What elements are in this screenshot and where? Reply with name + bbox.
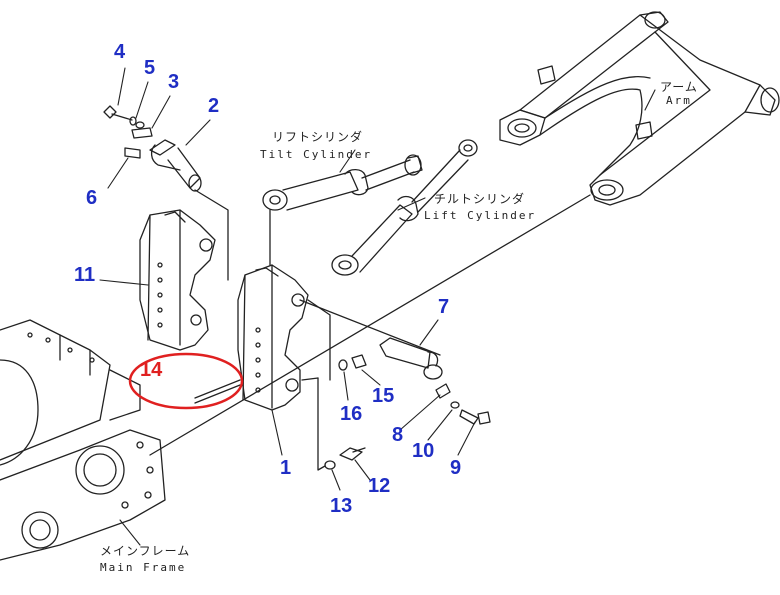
callout-2[interactable]: 2 — [208, 95, 220, 117]
pin-2-drawing — [149, 139, 229, 281]
bolt-14-drawing — [194, 379, 241, 404]
arm-label-jp: アーム — [660, 80, 698, 94]
small-parts-3-6-drawing — [103, 105, 153, 159]
arm-drawing — [499, 11, 780, 206]
main-frame-label-jp: メインフレーム — [100, 544, 191, 558]
fasteners-12-16-drawing — [317, 354, 367, 471]
tilt-cylinder-label-jp: リフトシリンダ — [272, 130, 364, 144]
lift-cylinder-drawing — [331, 139, 478, 276]
callout-8[interactable]: 8 — [392, 424, 404, 446]
callout-16[interactable]: 16 — [340, 403, 363, 425]
callout-1[interactable]: 1 — [280, 457, 292, 479]
bracket-11-drawing — [139, 209, 216, 351]
callout-4[interactable]: 4 — [114, 41, 126, 63]
lift-cylinder-label-jp: チルトシリンダ — [434, 192, 526, 206]
main-frame-label-en: Main Frame — [100, 561, 187, 574]
callout-9[interactable]: 9 — [450, 457, 462, 479]
highlight-ellipse-14 — [128, 352, 244, 410]
lift-cylinder-label-en: Lift Cylinder — [424, 209, 537, 222]
bracket-1-drawing — [237, 264, 331, 411]
main-frame-drawing — [0, 319, 166, 561]
callout-13[interactable]: 13 — [330, 495, 353, 517]
callout-7[interactable]: 7 — [438, 296, 450, 318]
callout-14[interactable]: 14 — [140, 359, 163, 381]
callout-5[interactable]: 5 — [144, 57, 156, 79]
callout-11[interactable]: 11 — [74, 264, 96, 286]
tilt-cylinder-label-en: Tilt Cylinder — [260, 148, 373, 161]
callout-12[interactable]: 12 — [368, 475, 391, 497]
callout-10[interactable]: 10 — [412, 440, 435, 462]
callout-6[interactable]: 6 — [86, 187, 98, 209]
pin-7-drawing — [379, 337, 491, 425]
callout-3[interactable]: 3 — [168, 71, 180, 93]
callout-15[interactable]: 15 — [372, 385, 395, 407]
arm-label-en: Arm — [666, 94, 692, 107]
tilt-cylinder-drawing — [262, 154, 423, 266]
pin7-reference-line — [299, 299, 441, 356]
arm-reference-line — [149, 194, 591, 456]
leader-lines — [99, 67, 656, 546]
